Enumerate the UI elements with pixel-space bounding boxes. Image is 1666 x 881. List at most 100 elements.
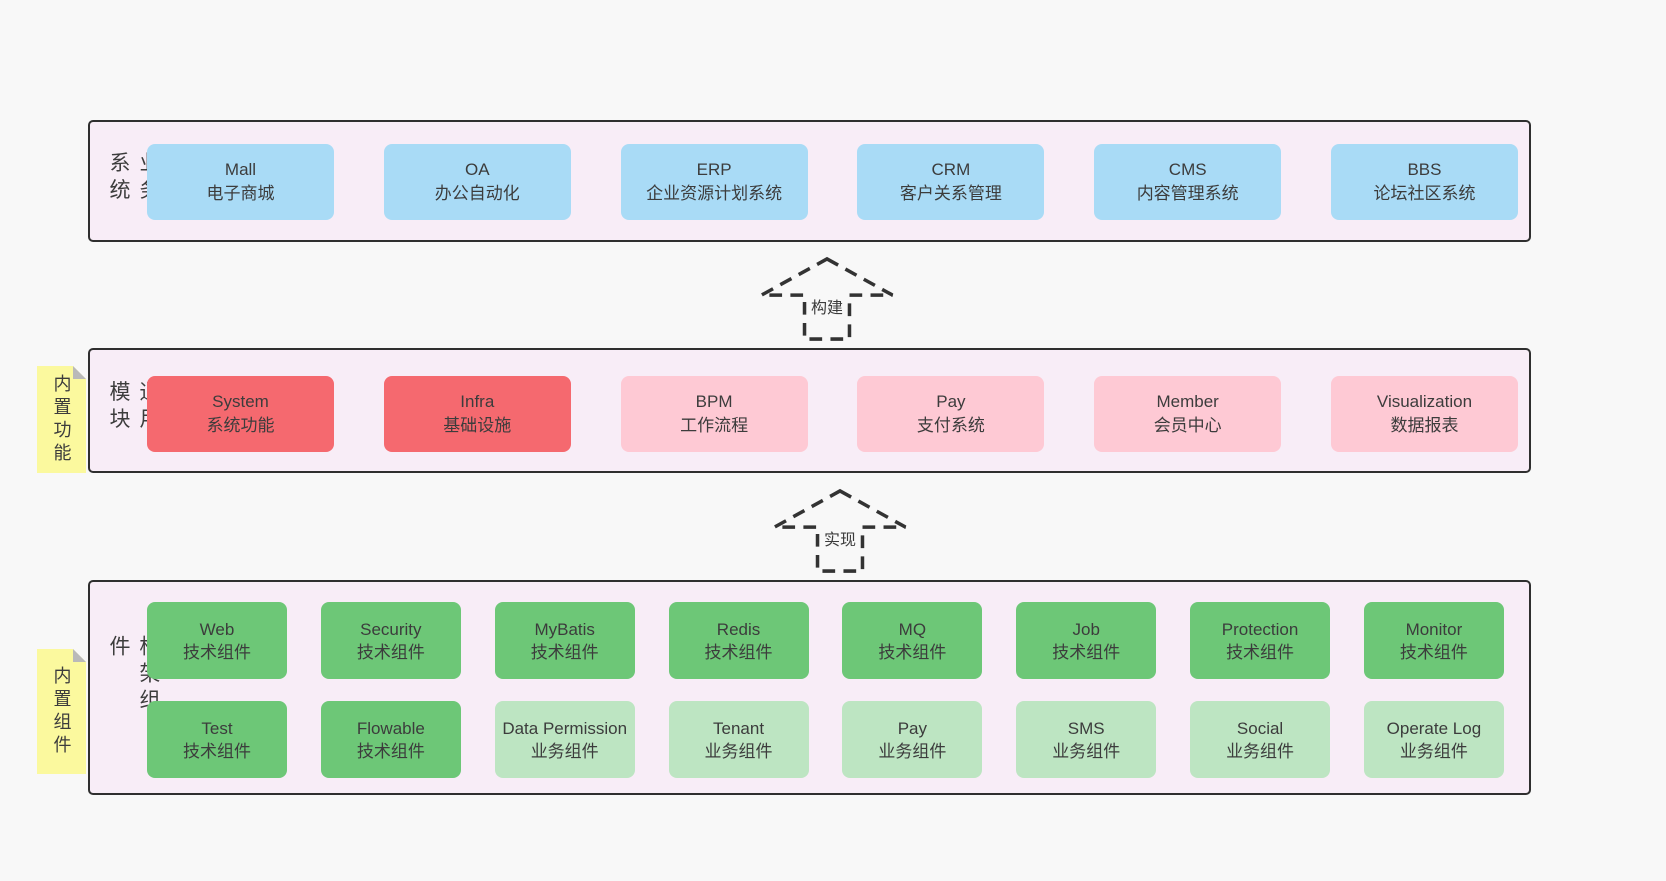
common-modules-band: 通用模块 System系统功能Infra基础设施BPM工作流程Pay支付系统Me… bbox=[88, 348, 1531, 473]
box-subtitle: 数据报表 bbox=[1390, 416, 1459, 435]
box-subtitle: 业务组件 bbox=[1226, 741, 1295, 761]
social-box: Social 业务组件 bbox=[1190, 701, 1331, 778]
erp-box: ERP 企业资源计划系统 bbox=[620, 144, 808, 220]
box-title: Social bbox=[1236, 718, 1284, 738]
redis-box: Redis 技术组件 bbox=[668, 602, 809, 679]
builtin-components-sticky-note: 内置组件 bbox=[37, 649, 86, 774]
box-title: Member bbox=[1156, 392, 1219, 411]
tenant-box: Tenant 业务组件 bbox=[668, 701, 809, 778]
box-subtitle: 会员中心 bbox=[1153, 416, 1222, 435]
box-subtitle: 技术组件 bbox=[183, 642, 251, 662]
box-title: Flowable bbox=[356, 718, 425, 738]
box-subtitle: 客户关系管理 bbox=[899, 184, 1002, 203]
box-subtitle: 电子商城 bbox=[206, 184, 275, 203]
security-box: Security 技术组件 bbox=[320, 602, 461, 679]
box-subtitle: 业务组件 bbox=[878, 741, 947, 761]
box-title: MyBatis bbox=[534, 619, 595, 639]
box-subtitle: 工作流程 bbox=[680, 416, 749, 435]
infra-box: Infra 基础设施 bbox=[383, 376, 571, 452]
box-title: BPM bbox=[695, 392, 733, 411]
implement-arrow: 实现 bbox=[771, 488, 909, 574]
pay-box: Pay 业务组件 bbox=[842, 701, 983, 778]
pay-box: Pay 支付系统 bbox=[857, 376, 1045, 452]
box-title: CRM bbox=[931, 160, 971, 179]
test-box: Test 技术组件 bbox=[147, 701, 287, 778]
box-title: Visualization bbox=[1376, 392, 1473, 411]
business-box-row: Mall 电子商城 OA 办公自动化 ERP 企业资源计划系统 CRM 客户关系管理 CMS 内容… bbox=[147, 144, 1518, 220]
box-subtitle: 业务组件 bbox=[1399, 741, 1468, 761]
box-subtitle: 内容管理系统 bbox=[1136, 184, 1239, 203]
box-title: Job bbox=[1072, 619, 1100, 639]
box-subtitle: 业务组件 bbox=[1052, 741, 1121, 761]
box-subtitle: 技术组件 bbox=[704, 642, 773, 662]
mall-box: Mall 电子商城 bbox=[147, 144, 334, 220]
mq-box: MQ 技术组件 bbox=[842, 602, 983, 679]
box-subtitle: 办公自动化 bbox=[434, 184, 520, 203]
oa-box: OA 办公自动化 bbox=[383, 144, 571, 220]
box-subtitle: 技术组件 bbox=[356, 642, 425, 662]
box-title: CMS bbox=[1168, 160, 1207, 179]
cms-box: CMS 内容管理系统 bbox=[1094, 144, 1282, 220]
protection-box: Protection 技术组件 bbox=[1190, 602, 1331, 679]
box-title: Pay bbox=[936, 392, 966, 411]
bpm-box: BPM 工作流程 bbox=[620, 376, 808, 452]
business-systems-band: 业务系统 Mall电子商城OA办公自动化ERP企业资源计划系统CRM客户关系管理… bbox=[88, 120, 1531, 242]
box-title: Mall bbox=[224, 160, 257, 179]
box-subtitle: 业务组件 bbox=[530, 741, 599, 761]
flowable-box: Flowable 技术组件 bbox=[320, 701, 461, 778]
build-arrow-label: 构建 bbox=[807, 293, 847, 319]
box-title: ERP bbox=[696, 160, 732, 179]
box-subtitle: 技术组件 bbox=[878, 642, 947, 662]
box-subtitle: 基础设施 bbox=[443, 416, 512, 435]
data-permission-box: Data Permission 业务组件 bbox=[494, 701, 635, 778]
box-subtitle: 系统功能 bbox=[206, 416, 275, 435]
box-subtitle: 支付系统 bbox=[916, 416, 985, 435]
member-box: Member 会员中心 bbox=[1094, 376, 1282, 452]
folded-corner-icon bbox=[73, 649, 86, 662]
system-box: System 系统功能 bbox=[147, 376, 334, 452]
builtin-features-sticky-note: 内置功能 bbox=[37, 366, 86, 473]
box-title: Redis bbox=[716, 619, 761, 639]
box-subtitle: 技术组件 bbox=[1399, 642, 1468, 662]
visualization-box: Visualization 数据报表 bbox=[1330, 376, 1518, 452]
box-subtitle: 技术组件 bbox=[1052, 642, 1121, 662]
box-title: SMS bbox=[1067, 718, 1105, 738]
sticky-note-label: 内置组件 bbox=[51, 665, 72, 758]
box-subtitle: 技术组件 bbox=[183, 741, 251, 761]
bbs-box: BBS 论坛社区系统 bbox=[1330, 144, 1518, 220]
box-title: Protection bbox=[1221, 619, 1299, 639]
box-title: Tenant bbox=[713, 718, 765, 738]
mybatis-box: MyBatis 技术组件 bbox=[494, 602, 635, 679]
box-title: Pay bbox=[897, 718, 928, 738]
box-subtitle: 企业资源计划系统 bbox=[646, 184, 783, 203]
box-title: Data Permission bbox=[502, 718, 628, 738]
crm-box: CRM 客户关系管理 bbox=[857, 144, 1045, 220]
box-subtitle: 技术组件 bbox=[1226, 642, 1295, 662]
sticky-note-label: 内置功能 bbox=[51, 373, 72, 466]
box-subtitle: 业务组件 bbox=[704, 741, 773, 761]
box-subtitle: 技术组件 bbox=[356, 741, 425, 761]
folded-corner-icon bbox=[73, 366, 86, 379]
modules-box-row: System 系统功能 Infra 基础设施 BPM 工作流程 Pay 支付系统 Member 会… bbox=[147, 376, 1518, 452]
box-title: Operate Log bbox=[1386, 718, 1482, 738]
box-title: OA bbox=[465, 160, 490, 179]
box-title: Web bbox=[199, 619, 235, 639]
build-arrow: 构建 bbox=[758, 256, 896, 342]
framework-components-band: 框架组件 Web技术组件Security技术组件MyBatis技术组件Redis… bbox=[88, 580, 1531, 795]
operate-log-box: Operate Log 业务组件 bbox=[1363, 701, 1504, 778]
box-title: BBS bbox=[1407, 160, 1442, 179]
box-title: Security bbox=[360, 619, 422, 639]
monitor-box: Monitor 技术组件 bbox=[1363, 602, 1504, 679]
box-title: System bbox=[212, 392, 269, 411]
implement-arrow-label: 实现 bbox=[820, 525, 860, 551]
box-title: Infra bbox=[460, 392, 495, 411]
box-title: Test bbox=[201, 718, 233, 738]
job-box: Job 技术组件 bbox=[1016, 602, 1157, 679]
box-title: MQ bbox=[898, 619, 927, 639]
box-title: Monitor bbox=[1405, 619, 1463, 639]
box-subtitle: 技术组件 bbox=[530, 642, 599, 662]
box-subtitle: 论坛社区系统 bbox=[1373, 184, 1476, 203]
web-box: Web 技术组件 bbox=[147, 602, 287, 679]
